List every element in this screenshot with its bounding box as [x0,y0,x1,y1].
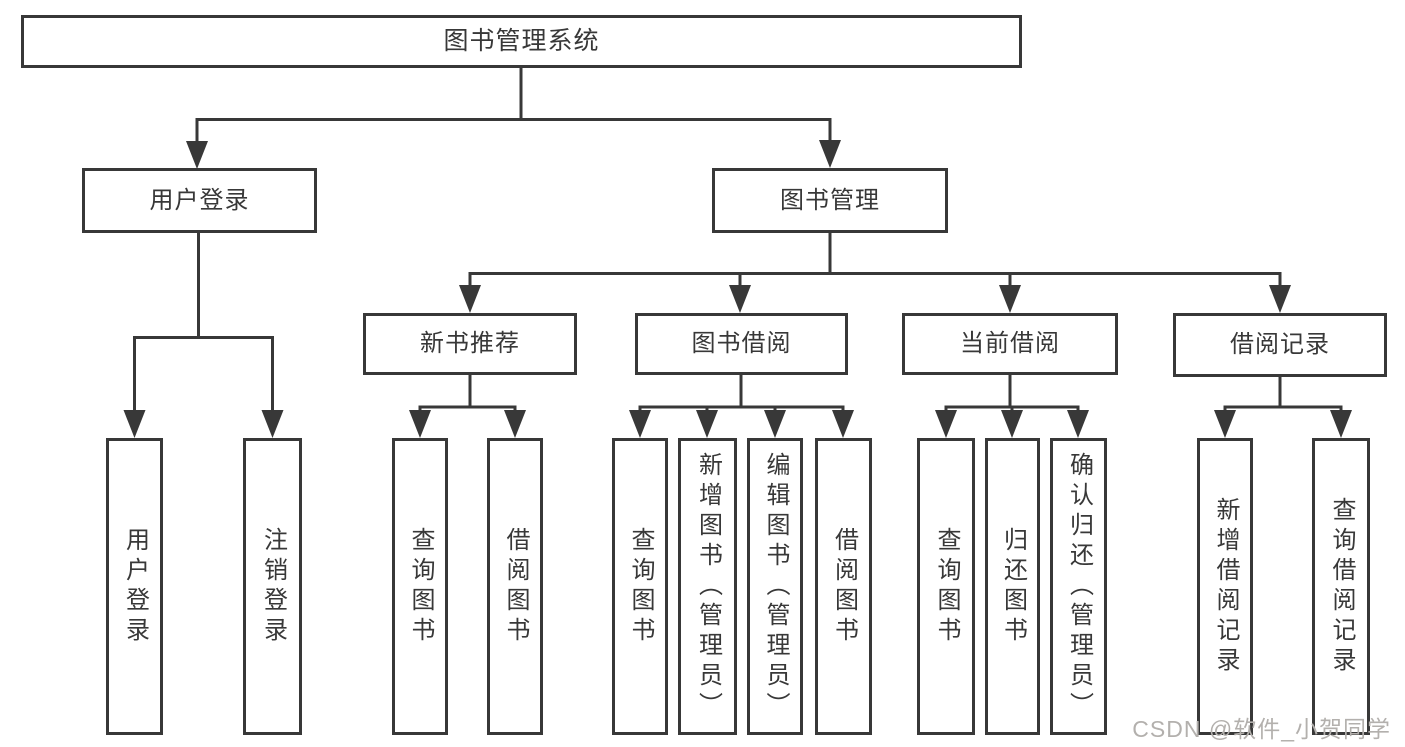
leaf-label: 查询借阅记录 [1328,496,1355,677]
node-label: 图书管理系统 [443,27,600,55]
node-book-borrow: 图书借阅 [635,313,848,375]
node-label: 当前借阅 [960,330,1060,357]
csdn-watermark: CSDN @软件_小贺同学 [1132,716,1391,742]
leaf-label: 查询图书 [933,526,960,647]
node-label: 借阅记录 [1230,331,1330,358]
connector-borrow-records-to-leaves [1214,377,1352,438]
node-new-book-recommend: 新书推荐 [363,313,577,375]
leaf-records-query-borrow-record: 查询借阅记录 [1312,438,1370,735]
leaf-borrow-edit-books-admin: 编辑图书（管理员） [747,438,803,735]
leaf-label: 确认归还（管理员） [1065,451,1093,722]
node-label: 图书管理 [780,186,880,214]
connector-root-to-level2 [186,68,841,169]
connector-current-borrow-to-leaves [935,375,1089,438]
node-borrow-records: 借阅记录 [1173,313,1387,377]
connector-book-management-to-level3 [459,233,1291,313]
leaf-current-confirm-return-admin: 确认归还（管理员） [1050,438,1107,735]
leaf-label: 归还图书 [999,526,1027,647]
leaf-borrow-borrow-books: 借阅图书 [815,438,872,735]
leaf-label: 新增借阅记录 [1212,496,1239,677]
leaf-records-add-borrow-record: 新增借阅记录 [1197,438,1253,735]
leaf-newbook-query-books: 查询图书 [392,438,448,735]
leaf-label: 查询图书 [407,526,434,647]
node-label: 用户登录 [149,186,250,214]
leaf-borrow-query-books: 查询图书 [612,438,668,735]
node-user-login: 用户登录 [82,168,317,233]
node-book-management: 图书管理 [712,168,948,233]
leaf-label: 借阅图书 [502,526,529,647]
leaf-label: 借阅图书 [830,526,858,647]
leaf-current-return-books: 归还图书 [985,438,1040,735]
connector-user-login-to-leaves [123,233,284,438]
leaf-borrow-add-books-admin: 新增图书（管理员） [678,438,737,735]
leaf-current-query-books: 查询图书 [917,438,975,735]
leaf-user-login: 用户登录 [106,438,163,735]
node-label: 图书借阅 [691,330,792,357]
leaf-label: 用户登录 [121,526,149,647]
leaf-newbook-borrow-books: 借阅图书 [487,438,543,735]
connector-new-book-recommend-to-leaves [409,375,526,438]
node-label: 新书推荐 [420,330,520,357]
node-current-borrow: 当前借阅 [902,313,1118,375]
leaf-label: 查询图书 [627,526,654,647]
leaf-label: 编辑图书（管理员） [762,451,789,722]
connector-book-borrow-to-leaves [629,375,854,438]
node-library-management-system: 图书管理系统 [21,15,1022,68]
leaf-label: 新增图书（管理员） [694,451,722,722]
leaf-logout: 注销登录 [243,438,302,735]
leaf-label: 注销登录 [259,526,287,647]
